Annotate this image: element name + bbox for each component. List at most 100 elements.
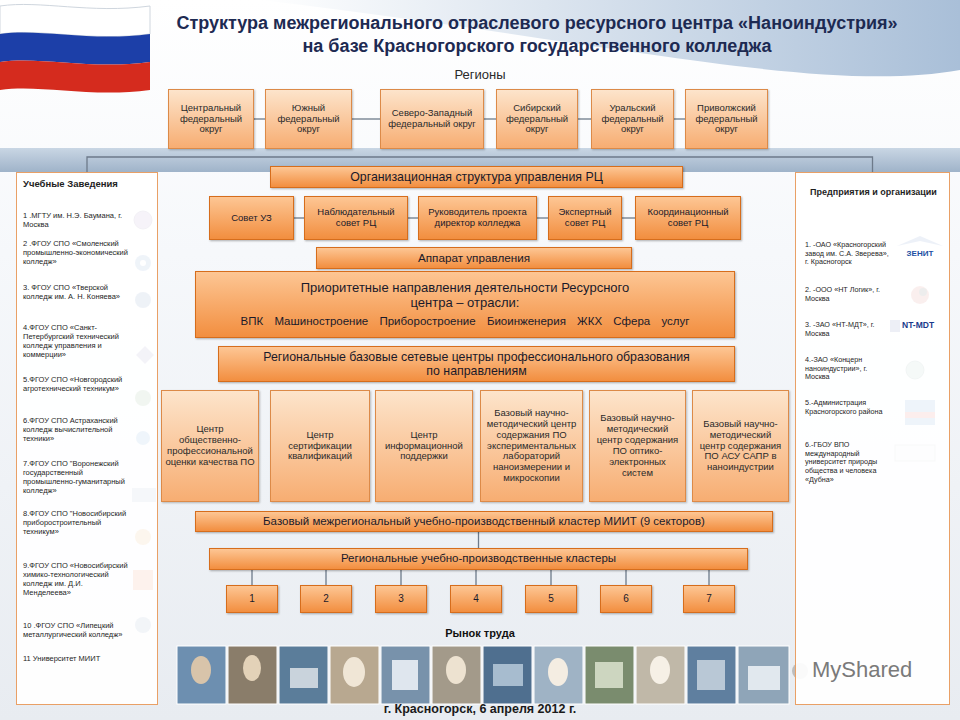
box-text: Уральский федеральный округ bbox=[595, 103, 670, 136]
connector-line bbox=[294, 217, 304, 218]
diagram-title: Структура межрегионального отраслевого р… bbox=[172, 12, 902, 57]
box-text: 6 bbox=[604, 593, 648, 605]
connector-line bbox=[622, 217, 635, 218]
photo bbox=[343, 657, 365, 687]
region-box: Уральский федеральный округ bbox=[591, 89, 674, 149]
box-text: Приоритетные направления деятельности Ре… bbox=[300, 281, 630, 311]
flag-stripe bbox=[0, 32, 150, 64]
photo bbox=[748, 666, 780, 690]
text-stack: Приволжский федеральный округ bbox=[689, 103, 764, 136]
council-box: Руководитель проекта директор колледжа bbox=[418, 196, 537, 240]
priority-box: Приоритетные направления деятельности Ре… bbox=[195, 271, 735, 338]
box-text: Региональные базовые сетевые центры проф… bbox=[257, 350, 697, 378]
panel-entry: 11 Университет МИИТ bbox=[23, 654, 131, 663]
text-stack: Центр информационной поддержки bbox=[379, 430, 469, 463]
cluster-number-box: 2 bbox=[300, 585, 352, 613]
council-box: Экспертный совет РЦ bbox=[548, 196, 622, 240]
center-box: Центр общественно-профессиональной оценк… bbox=[161, 390, 259, 502]
cluster-number-box: 3 bbox=[375, 585, 427, 613]
photo bbox=[381, 646, 430, 704]
box-text: Северо-Западный федеральный округ bbox=[384, 108, 480, 130]
connector-line bbox=[484, 118, 496, 119]
panel-entry: 2. -ООО «НТ Логик», г. Москва bbox=[805, 286, 889, 303]
photo bbox=[191, 656, 211, 684]
box-text: 5 bbox=[529, 593, 573, 605]
council-box: Совет УЗ bbox=[209, 196, 294, 240]
connector-line bbox=[708, 570, 709, 585]
header-bar: Региональные базовые сетевые центры проф… bbox=[218, 346, 735, 382]
cluster-number-box: 7 bbox=[683, 585, 735, 613]
box-text: 2 bbox=[304, 593, 348, 605]
logo-text: NT-MDT bbox=[902, 320, 948, 330]
photo bbox=[243, 655, 261, 681]
panel-entry: 10 .ФГОУ СПО «Липецкий металлургический … bbox=[23, 621, 131, 639]
text-stack: Организационная структура управления РЦ bbox=[274, 170, 679, 184]
text-stack: Приоритетные направления деятельности Ре… bbox=[199, 281, 731, 328]
box-subtext: ВПК Машиностроение Приборостроение Биоин… bbox=[199, 315, 731, 328]
text-stack: Северо-Западный федеральный округ bbox=[384, 108, 480, 130]
cluster-number-box: 4 bbox=[450, 585, 502, 613]
text-stack: Базовый межрегиональный учебно-производс… bbox=[199, 515, 769, 528]
box-text: Приволжский федеральный округ bbox=[689, 103, 764, 136]
center-box: Базовый научно-методический центр содерж… bbox=[589, 390, 686, 502]
photo bbox=[279, 646, 328, 704]
panel-entry: 5.-Администрация Красногорского района bbox=[805, 399, 889, 416]
connector-line bbox=[408, 217, 418, 218]
header-bar: Аппарат управления bbox=[316, 247, 632, 269]
text-stack: Региональные учебно-производственные кла… bbox=[213, 552, 744, 565]
text-stack: 6 bbox=[604, 593, 648, 605]
photo bbox=[290, 668, 318, 688]
photo bbox=[548, 658, 568, 686]
connector-line bbox=[625, 570, 626, 585]
photo bbox=[392, 660, 418, 690]
box-text: Сибирский федеральный округ bbox=[500, 103, 574, 136]
photo bbox=[432, 646, 481, 704]
photo bbox=[534, 646, 583, 704]
footer-date: г. Красногорск, 6 апреля 2012 г. bbox=[280, 702, 680, 717]
connector-line bbox=[251, 570, 252, 585]
photo bbox=[738, 646, 789, 704]
text-stack: Экспертный совет РЦ bbox=[552, 207, 618, 229]
box-text: Базовый межрегиональный учебно-производс… bbox=[199, 515, 769, 528]
photo bbox=[595, 662, 623, 688]
box-text: Совет УЗ bbox=[213, 213, 290, 224]
institutions-panel: Учебные Заведения1 .МГТУ им. Н.Э. Бауман… bbox=[16, 172, 158, 705]
text-stack: Центр сертификации квалификаций bbox=[274, 430, 366, 463]
region-box: Приволжский федеральный округ bbox=[685, 89, 768, 149]
photo bbox=[687, 646, 736, 704]
box-text: Базовый научно-методический центр содерж… bbox=[484, 408, 579, 484]
text-stack: Аппарат управления bbox=[320, 251, 628, 264]
text-stack: Уральский федеральный округ bbox=[595, 103, 670, 136]
photo bbox=[585, 646, 634, 704]
panel-entry: 3. -ЗАО «НТ-МДТ», г. Москва bbox=[805, 321, 889, 338]
box-text: 3 bbox=[379, 593, 423, 605]
box-text: Базовый научно-методический центр содерж… bbox=[593, 413, 682, 479]
panel-entry: 8.ФГОУ СПО "Новосибирский приборостроите… bbox=[23, 509, 131, 536]
text-stack: Наблюдательный совет РЦ bbox=[308, 207, 404, 229]
box-text: 1 bbox=[230, 593, 274, 605]
connector-line bbox=[578, 118, 591, 119]
watermark: MyShared bbox=[812, 657, 948, 683]
section-label: Рынок труда bbox=[400, 627, 560, 640]
panel-entry: 9.ФГОУ СПО «Новосибирский химико-техноло… bbox=[23, 561, 131, 597]
cluster-number-box: 1 bbox=[226, 585, 278, 613]
box-text: Центр информационной поддержки bbox=[379, 430, 469, 463]
text-stack: Южный федеральный округ bbox=[269, 103, 348, 136]
cluster-number-box: 6 bbox=[600, 585, 652, 613]
text-stack: 3 bbox=[379, 593, 423, 605]
box-text: Центр общественно-профессиональной оценк… bbox=[165, 424, 255, 468]
text-stack: Руководитель проекта директор колледжа bbox=[422, 207, 533, 229]
text-stack: Центр общественно-профессиональной оценк… bbox=[165, 424, 255, 468]
connector-line bbox=[537, 217, 548, 218]
text-stack: Координационный совет РЦ bbox=[639, 207, 737, 229]
panel-entry: 1. -ОАО «Красногорский завод им. С.А. Зв… bbox=[805, 241, 889, 267]
panel-entry: 4.-ЗАО «Концерн наноиндустрии», г. Москв… bbox=[805, 356, 889, 382]
region-box: Центральный федеральный округ bbox=[168, 89, 254, 149]
center-box: Центр сертификации квалификаций bbox=[270, 390, 370, 502]
panel-entry: 7.ФГОУ СПО "Воронежский государственный … bbox=[23, 459, 131, 495]
photo bbox=[228, 646, 277, 704]
section-label: Регионы bbox=[420, 67, 540, 83]
box-text: Центр сертификации квалификаций bbox=[274, 430, 366, 463]
photo bbox=[636, 646, 685, 704]
